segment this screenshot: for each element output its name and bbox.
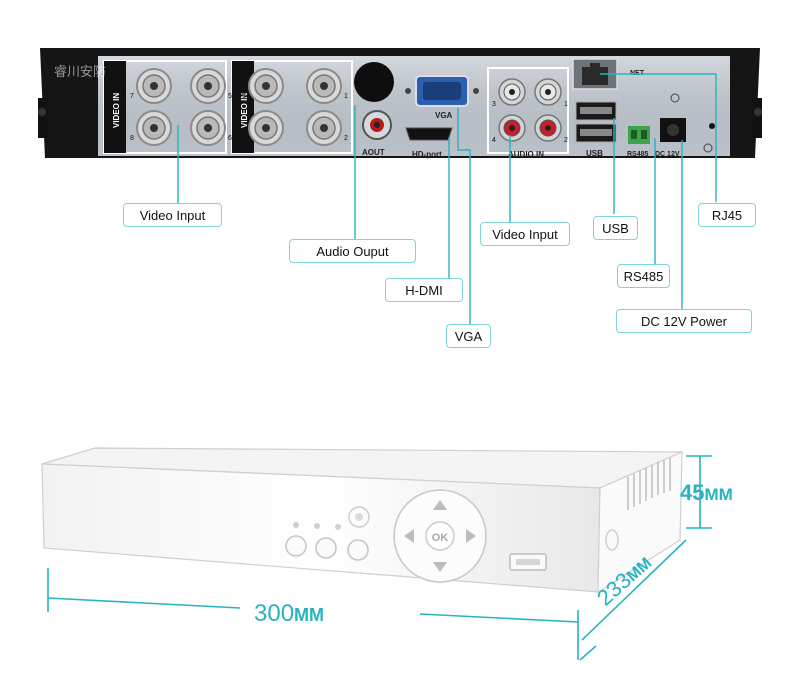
bnc-number-right: 1 — [344, 93, 348, 100]
callout-audio-output: Audio Ouput — [289, 239, 416, 263]
front-button-3[interactable] — [347, 539, 369, 561]
video-in-label-right: VIDEO IN — [240, 93, 249, 128]
rca-number: 4 — [492, 137, 496, 144]
down-arrow-icon[interactable] — [433, 562, 447, 572]
front-button-1[interactable] — [285, 535, 307, 557]
height-value: 45 — [680, 480, 705, 505]
width-unit: MM — [294, 605, 325, 625]
rca-jack-icon: 3 — [492, 78, 526, 108]
front-unit: OK — [41, 447, 683, 594]
bnc-number-left: 5 — [228, 93, 232, 100]
bnc-number-right: 3 — [242, 93, 246, 100]
bnc-connector-icon: 5 — [190, 68, 232, 104]
rear-panel: VIDEO IN VIDEO IN 7 5 8 6 3 1 4 2 AOUT VGA HD-p… — [38, 48, 762, 159]
front-button-2[interactable] — [315, 537, 337, 559]
rca-jack-icon: 2 — [534, 114, 568, 144]
bnc-connector-icon: 3 — [242, 68, 284, 104]
callout-vga: VGA — [446, 324, 491, 348]
bnc-connector-icon: 6 — [190, 110, 232, 146]
ok-label: OK — [432, 532, 449, 544]
rca-connectors: 3 1 4 2 — [492, 78, 568, 144]
ok-button[interactable] — [425, 521, 455, 551]
bnc-number-left: 6 — [228, 135, 232, 142]
rs485-label: RS485 — [627, 151, 649, 158]
bnc-number-right: 4 — [242, 135, 246, 142]
rca-number: 1 — [564, 101, 568, 108]
ir-sensor-icon — [348, 506, 370, 528]
audio-in-label: AUDIO IN — [508, 150, 544, 159]
bnc-connector-icon: 1 — [306, 68, 348, 104]
video-in-label-left: VIDEO IN — [112, 93, 121, 128]
bnc-connector-icon: 2 — [306, 110, 348, 146]
height-unit: MM — [704, 485, 733, 504]
rca-jack-icon: 1 — [534, 78, 568, 108]
bnc-number-left: 8 — [130, 135, 134, 142]
bnc-connector-icon: 8 — [130, 110, 172, 146]
rca-number: 3 — [492, 101, 496, 108]
width-dimension: 300MM — [254, 600, 324, 628]
up-arrow-icon[interactable] — [433, 500, 447, 510]
height-dimension: 45MM — [680, 480, 733, 506]
side-face — [597, 451, 683, 594]
callout-hdmi: H-DMI — [385, 278, 463, 302]
rca-number: 2 — [564, 137, 568, 144]
left-arrow-icon[interactable] — [404, 529, 414, 543]
ground-icon — [703, 143, 713, 153]
callout-dc-power: DC 12V Power — [616, 309, 752, 333]
callout-usb: USB — [593, 216, 638, 240]
screw-icon — [38, 108, 46, 116]
bnc-connector-icon: 4 — [242, 110, 284, 146]
screw-icon — [754, 108, 762, 116]
bnc-connectors: 7 5 8 6 3 1 4 2 — [130, 68, 348, 146]
watermark: 睿川安防 — [54, 64, 106, 80]
right-arrow-icon[interactable] — [466, 529, 476, 543]
bnc-connector-icon: 7 — [130, 68, 172, 104]
leader-lines — [177, 73, 717, 326]
callout-video-input-right: Video Input — [480, 222, 570, 246]
dc-label: DC 12V — [655, 151, 680, 158]
callout-video-input-left: Video Input — [123, 203, 222, 227]
width-value: 300 — [254, 600, 295, 627]
bnc-number-left: 7 — [130, 93, 134, 100]
bnc-number-right: 2 — [344, 135, 348, 142]
audio-knob — [354, 62, 394, 102]
callout-rj45: RJ45 — [698, 203, 756, 227]
callout-rs485: RS485 — [617, 264, 670, 288]
aout-label: AOUT — [362, 148, 385, 157]
dimension-lines — [47, 455, 712, 661]
usb-label: USB — [586, 149, 603, 158]
hdmi-port — [405, 127, 453, 141]
hdport-label: HD-port — [412, 150, 442, 159]
vga-label: VGA — [435, 111, 453, 120]
rca-jack-icon: 4 — [492, 114, 526, 144]
